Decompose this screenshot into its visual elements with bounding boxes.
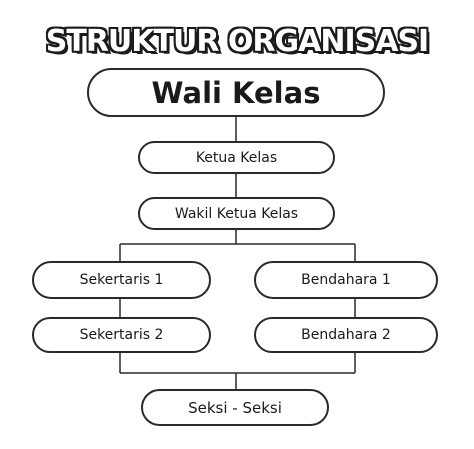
node-wakil-ketua-kelas-label: Wakil Ketua Kelas [174,205,299,222]
node-seksi-seksi-label: Seksi - Seksi [188,398,282,417]
node-wali-kelas-label: Wali Kelas [151,75,321,110]
node-bendahara-2-label: Bendahara 2 [301,327,391,343]
node-sekertaris-1: Sekertaris 1 [32,261,211,299]
node-sekertaris-1-label: Sekertaris 1 [79,272,164,288]
node-sekertaris-2: Sekertaris 2 [32,317,211,353]
node-seksi-seksi: Seksi - Seksi [141,389,329,426]
chart-title: STRUKTUR ORGANISASI [45,24,429,59]
node-bendahara-2: Bendahara 2 [254,317,438,353]
node-sekertaris-2-label: Sekertaris 2 [79,327,164,343]
node-wakil-ketua-kelas: Wakil Ketua Kelas [138,197,335,230]
node-wali-kelas: Wali Kelas [87,68,385,117]
node-ketua-kelas: Ketua Kelas [138,141,335,174]
node-ketua-kelas-label: Ketua Kelas [195,149,278,166]
node-bendahara-1-label: Bendahara 1 [301,272,391,288]
node-bendahara-1: Bendahara 1 [254,261,438,299]
